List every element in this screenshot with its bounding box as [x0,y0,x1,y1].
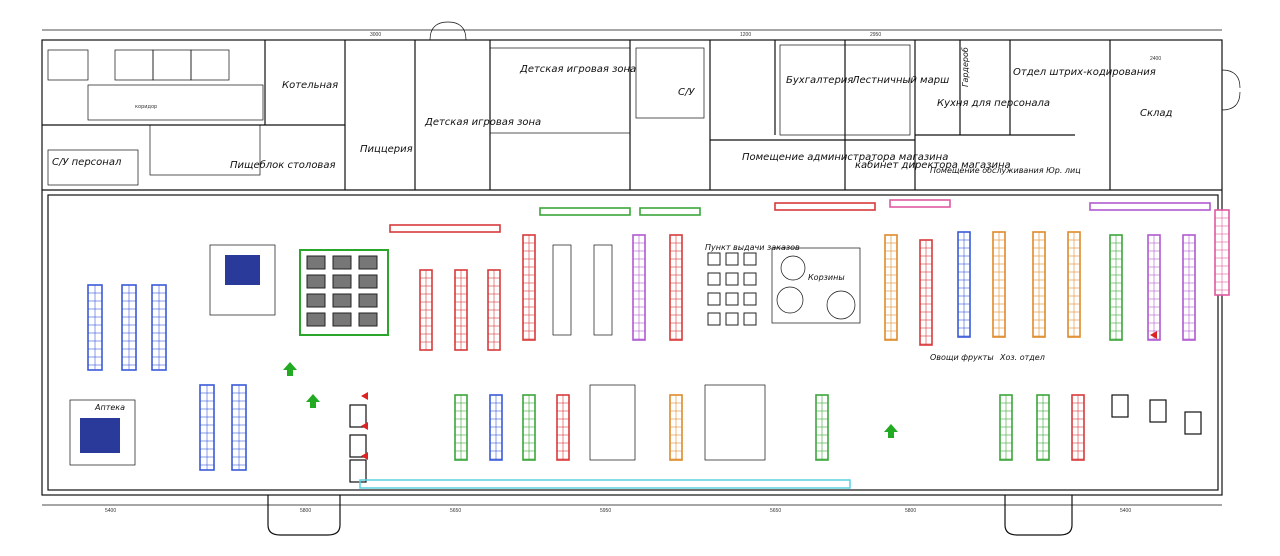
exit-arrow-icon [884,424,898,438]
dining-table [707,252,721,266]
tables [306,252,757,327]
dining-table [743,292,757,306]
dining-table [743,272,757,286]
checkout-counter [1184,411,1202,435]
cafe-table [306,312,326,327]
svg-text:5950: 5950 [600,508,611,514]
top-partitions [42,21,1241,190]
cafe-table [332,274,352,289]
label-canteen: Пищеблок столовая [230,159,335,171]
checkout-counter [349,404,367,428]
checkout-line [359,479,851,489]
label-legal: Помещение обслуживания Юр. лиц [930,166,1081,175]
label-pickup: Пункт выдачи заказов [705,243,800,252]
label-pharmacy: Аптека [94,403,125,412]
dimension-labels: 5400 5800 5650 5950 5650 5800 5400 3000 … [105,32,1161,514]
label-admin: Помещение администратора магазина [742,152,948,163]
svg-text:5800: 5800 [300,508,311,514]
checkout-counter [349,434,367,458]
cafe-table [332,312,352,327]
label-director: кабинет директора магазина [855,159,1011,171]
label-wc: С/У [678,87,695,98]
label-corridor: коридор [135,104,157,110]
svg-text:2950: 2950 [870,32,881,38]
svg-text:5400: 5400 [105,508,116,514]
wall-rack [1089,202,1211,211]
exit-arrow-icon [306,394,320,408]
cafe-area [69,244,389,466]
entrance-arrow-icon [361,392,368,400]
label-staff-wc: С/У персонал [52,157,122,168]
label-boiler: Котельная [282,80,338,91]
cafe-table [332,293,352,308]
svg-text:5650: 5650 [450,508,461,514]
cafe-table [332,255,352,270]
dining-table [725,312,739,326]
svg-text:5800: 5800 [905,508,916,514]
dining-table [725,292,739,306]
checkout-lanes [349,394,1202,489]
entrance-arrow-icon [361,422,368,430]
cafe-table [358,312,378,327]
wall-rack [639,207,701,216]
label-fruits: Овощи фрукты [930,353,994,362]
label-staff-kitchen: Кухня для персонала [937,98,1050,109]
cafe-table [306,274,326,289]
exit-arrow-icon [283,362,297,376]
dining-table [743,312,757,326]
label-wardrobe: Гардероб [961,47,970,87]
wall-rack [389,224,501,233]
dining-table [707,272,721,286]
dining-table [707,312,721,326]
central-stands [552,244,861,461]
label-kids-zone-left: Детская игровая зона [424,117,541,128]
wall-rack [774,202,876,211]
cafe-table [306,255,326,270]
wall-rack [889,199,951,208]
label-baskets: Корзины [808,273,845,282]
checkout-counter [1149,399,1167,423]
room-labels: Котельная Пиццерия Детская игровая зона … [52,47,1173,412]
dining-table [707,292,721,306]
entrance-arrow-icon [361,452,368,460]
svg-text:5400: 5400 [1120,508,1131,514]
checkout-counter [349,459,367,483]
wall-rack [539,207,631,216]
label-kids-zone-top: Детская игровая зона [519,64,636,75]
svg-text:3000: 3000 [370,32,381,38]
cafe-table [358,274,378,289]
svg-text:5650: 5650 [770,508,781,514]
cafe-table [358,255,378,270]
label-household: Хоз. отдел [999,353,1045,362]
entrance-arrow-icon [1150,331,1157,339]
label-pizzeria: Пиццерия [360,144,413,155]
label-stairs: Лестничный марш [851,75,949,86]
dining-table [743,252,757,266]
cafe-table [358,293,378,308]
label-accounting: Бухгалтерия [786,75,853,86]
dining-table [725,272,739,286]
label-barcode: Отдел штрих-кодирования [1013,67,1156,78]
racks [87,199,1230,471]
label-warehouse: Склад [1140,108,1173,119]
svg-text:1200: 1200 [740,32,751,38]
checkout-counter [1111,394,1129,418]
svg-text:2400: 2400 [1150,56,1161,62]
flow-arrows [283,331,1157,460]
cafe-table [306,293,326,308]
dining-table [725,252,739,266]
